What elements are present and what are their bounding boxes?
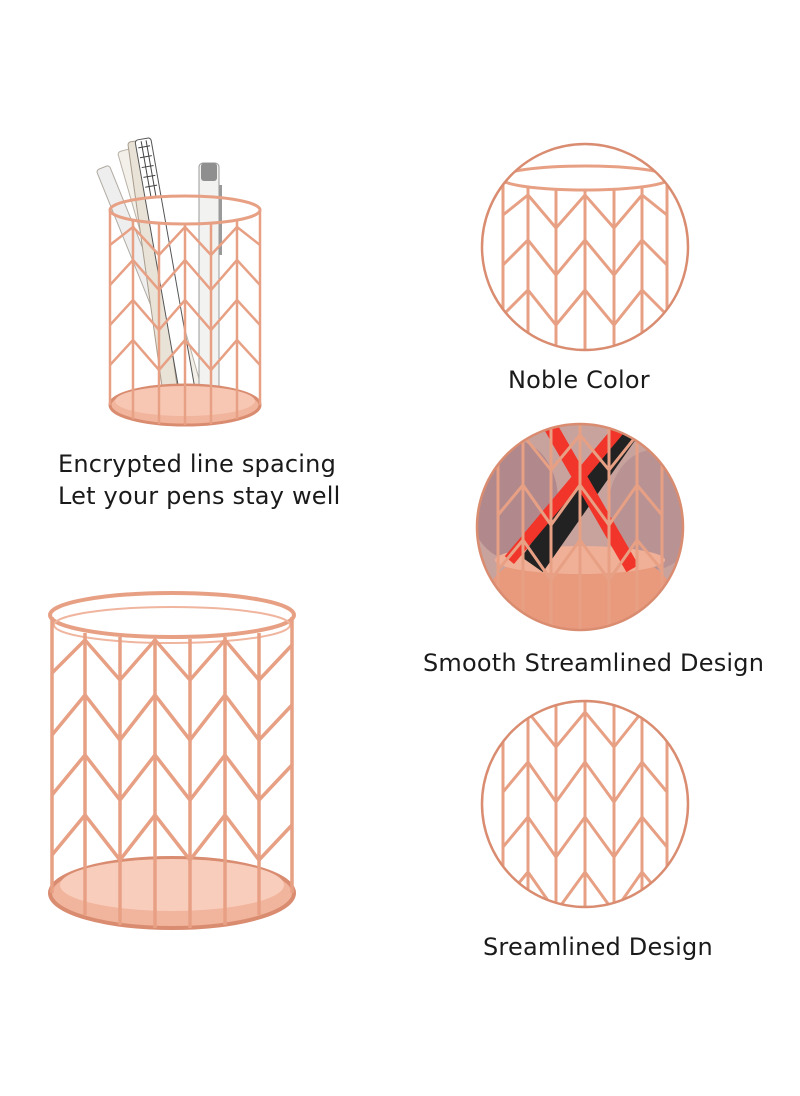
detail-circle-noble-color — [478, 140, 693, 355]
encrypted-spacing-caption: Encrypted line spacing Let your pens sta… — [58, 448, 340, 512]
caption-line-2: Let your pens stay well — [58, 482, 341, 510]
smooth-streamlined-label: Smooth Streamlined Design — [423, 649, 765, 677]
detail-circle-wire-pattern — [478, 697, 693, 912]
large-pen-holder-photo — [45, 585, 300, 940]
pen-holder-with-pens-photo — [95, 135, 275, 430]
detail-circle-streamlined — [473, 420, 688, 635]
noble-color-label: Noble Color — [508, 366, 650, 394]
caption-line-1: Encrypted line spacing — [58, 450, 337, 478]
sreamlined-design-label: Sreamlined Design — [483, 933, 713, 961]
